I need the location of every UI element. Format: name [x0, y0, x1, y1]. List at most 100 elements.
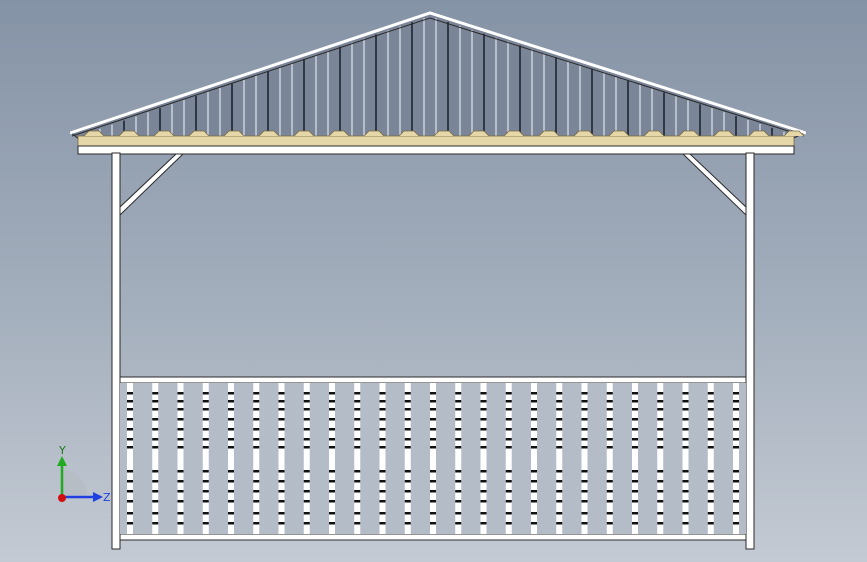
baluster[interactable]: [253, 383, 260, 534]
baluster[interactable]: [707, 383, 714, 534]
baluster-edge: [682, 480, 689, 483]
baluster-edge: [354, 480, 361, 483]
baluster[interactable]: [379, 383, 386, 534]
baluster-edge: [505, 490, 512, 493]
baluster-edge: [581, 428, 588, 431]
baluster[interactable]: [556, 383, 563, 534]
baluster[interactable]: [329, 383, 335, 534]
baluster[interactable]: [303, 383, 310, 534]
baluster-edge: [581, 400, 588, 403]
baluster-edge: [505, 500, 512, 503]
baluster-edge: [404, 400, 411, 403]
baluster-edge: [657, 418, 664, 421]
baluster-edge: [177, 490, 184, 493]
baluster[interactable]: [202, 383, 209, 534]
baluster-edge: [278, 408, 285, 411]
baluster-edge: [202, 418, 209, 421]
baluster-edge: [455, 470, 462, 473]
baluster-edge: [707, 418, 714, 421]
railing-bottom-rail[interactable]: [119, 533, 747, 541]
baluster[interactable]: [682, 383, 689, 534]
baluster-edge: [682, 500, 689, 503]
baluster-edge: [430, 480, 436, 483]
baluster-edge: [202, 512, 209, 515]
baluster-edge: [329, 418, 335, 421]
baluster-edge: [455, 428, 462, 431]
baluster-edge: [228, 446, 234, 449]
baluster-edge: [228, 438, 234, 441]
railing-top-rail[interactable]: [119, 376, 747, 384]
baluster[interactable]: [505, 383, 512, 534]
baluster-edge: [278, 512, 285, 515]
baluster[interactable]: [606, 383, 613, 534]
baluster-edge: [379, 408, 386, 411]
baluster-edge: [354, 522, 361, 525]
baluster-edge: [127, 400, 133, 403]
baluster-edge: [228, 418, 234, 421]
baluster-edge: [606, 418, 613, 421]
baluster-edge: [556, 392, 563, 395]
baluster-edge: [455, 392, 462, 395]
baluster[interactable]: [127, 383, 133, 534]
baluster-edge: [253, 428, 260, 431]
baluster-edge: [278, 490, 285, 493]
baluster-edge: [707, 500, 714, 503]
roof-sheet[interactable]: [68, 12, 808, 141]
baluster[interactable]: [278, 383, 285, 534]
baluster-edge: [329, 392, 335, 395]
baluster-edge: [228, 490, 234, 493]
baluster[interactable]: [177, 383, 184, 534]
baluster-edge: [707, 408, 714, 411]
baluster-edge: [127, 512, 133, 515]
baluster[interactable]: [228, 383, 234, 534]
baluster-edge: [682, 408, 689, 411]
baluster-edge: [354, 428, 361, 431]
baluster-edge: [581, 446, 588, 449]
insulation-rib: [328, 130, 350, 137]
insulation-rib: [783, 130, 805, 137]
roof-insulation[interactable]: [77, 135, 795, 147]
baluster-edge: [379, 446, 386, 449]
baluster-edge: [127, 480, 133, 483]
baluster[interactable]: [531, 383, 537, 534]
baluster-edge: [430, 428, 436, 431]
top-beam[interactable]: [77, 145, 795, 155]
baluster-edge: [177, 418, 184, 421]
baluster-edge: [455, 438, 462, 441]
right-post[interactable]: [745, 152, 755, 550]
baluster-edge: [657, 408, 664, 411]
baluster[interactable]: [152, 383, 159, 534]
baluster-edge: [682, 490, 689, 493]
right-brace[interactable]: [681, 153, 747, 217]
baluster-edge: [253, 446, 260, 449]
baluster-edge: [404, 470, 411, 473]
baluster-edge: [228, 400, 234, 403]
baluster-edge: [505, 438, 512, 441]
baluster[interactable]: [480, 383, 487, 534]
baluster[interactable]: [581, 383, 588, 534]
baluster[interactable]: [632, 383, 638, 534]
baluster[interactable]: [733, 383, 739, 534]
left-post[interactable]: [111, 152, 121, 550]
baluster-edge: [707, 512, 714, 515]
baluster[interactable]: [404, 383, 411, 534]
baluster-edge: [177, 446, 184, 449]
baluster[interactable]: [657, 383, 664, 534]
baluster-edge: [329, 446, 335, 449]
baluster-edge: [632, 400, 638, 403]
baluster-edge: [152, 392, 159, 395]
y-arrow-icon: [57, 456, 67, 466]
baluster-edge: [253, 500, 260, 503]
baluster-edge: [127, 428, 133, 431]
baluster-edge: [430, 438, 436, 441]
left-brace[interactable]: [119, 153, 185, 217]
baluster[interactable]: [430, 383, 436, 534]
baluster-edge: [278, 428, 285, 431]
baluster[interactable]: [354, 383, 361, 534]
baluster-edge: [228, 522, 234, 525]
baluster[interactable]: [455, 383, 462, 534]
origin-icon: [58, 494, 66, 502]
insulation-rib: [83, 130, 105, 137]
